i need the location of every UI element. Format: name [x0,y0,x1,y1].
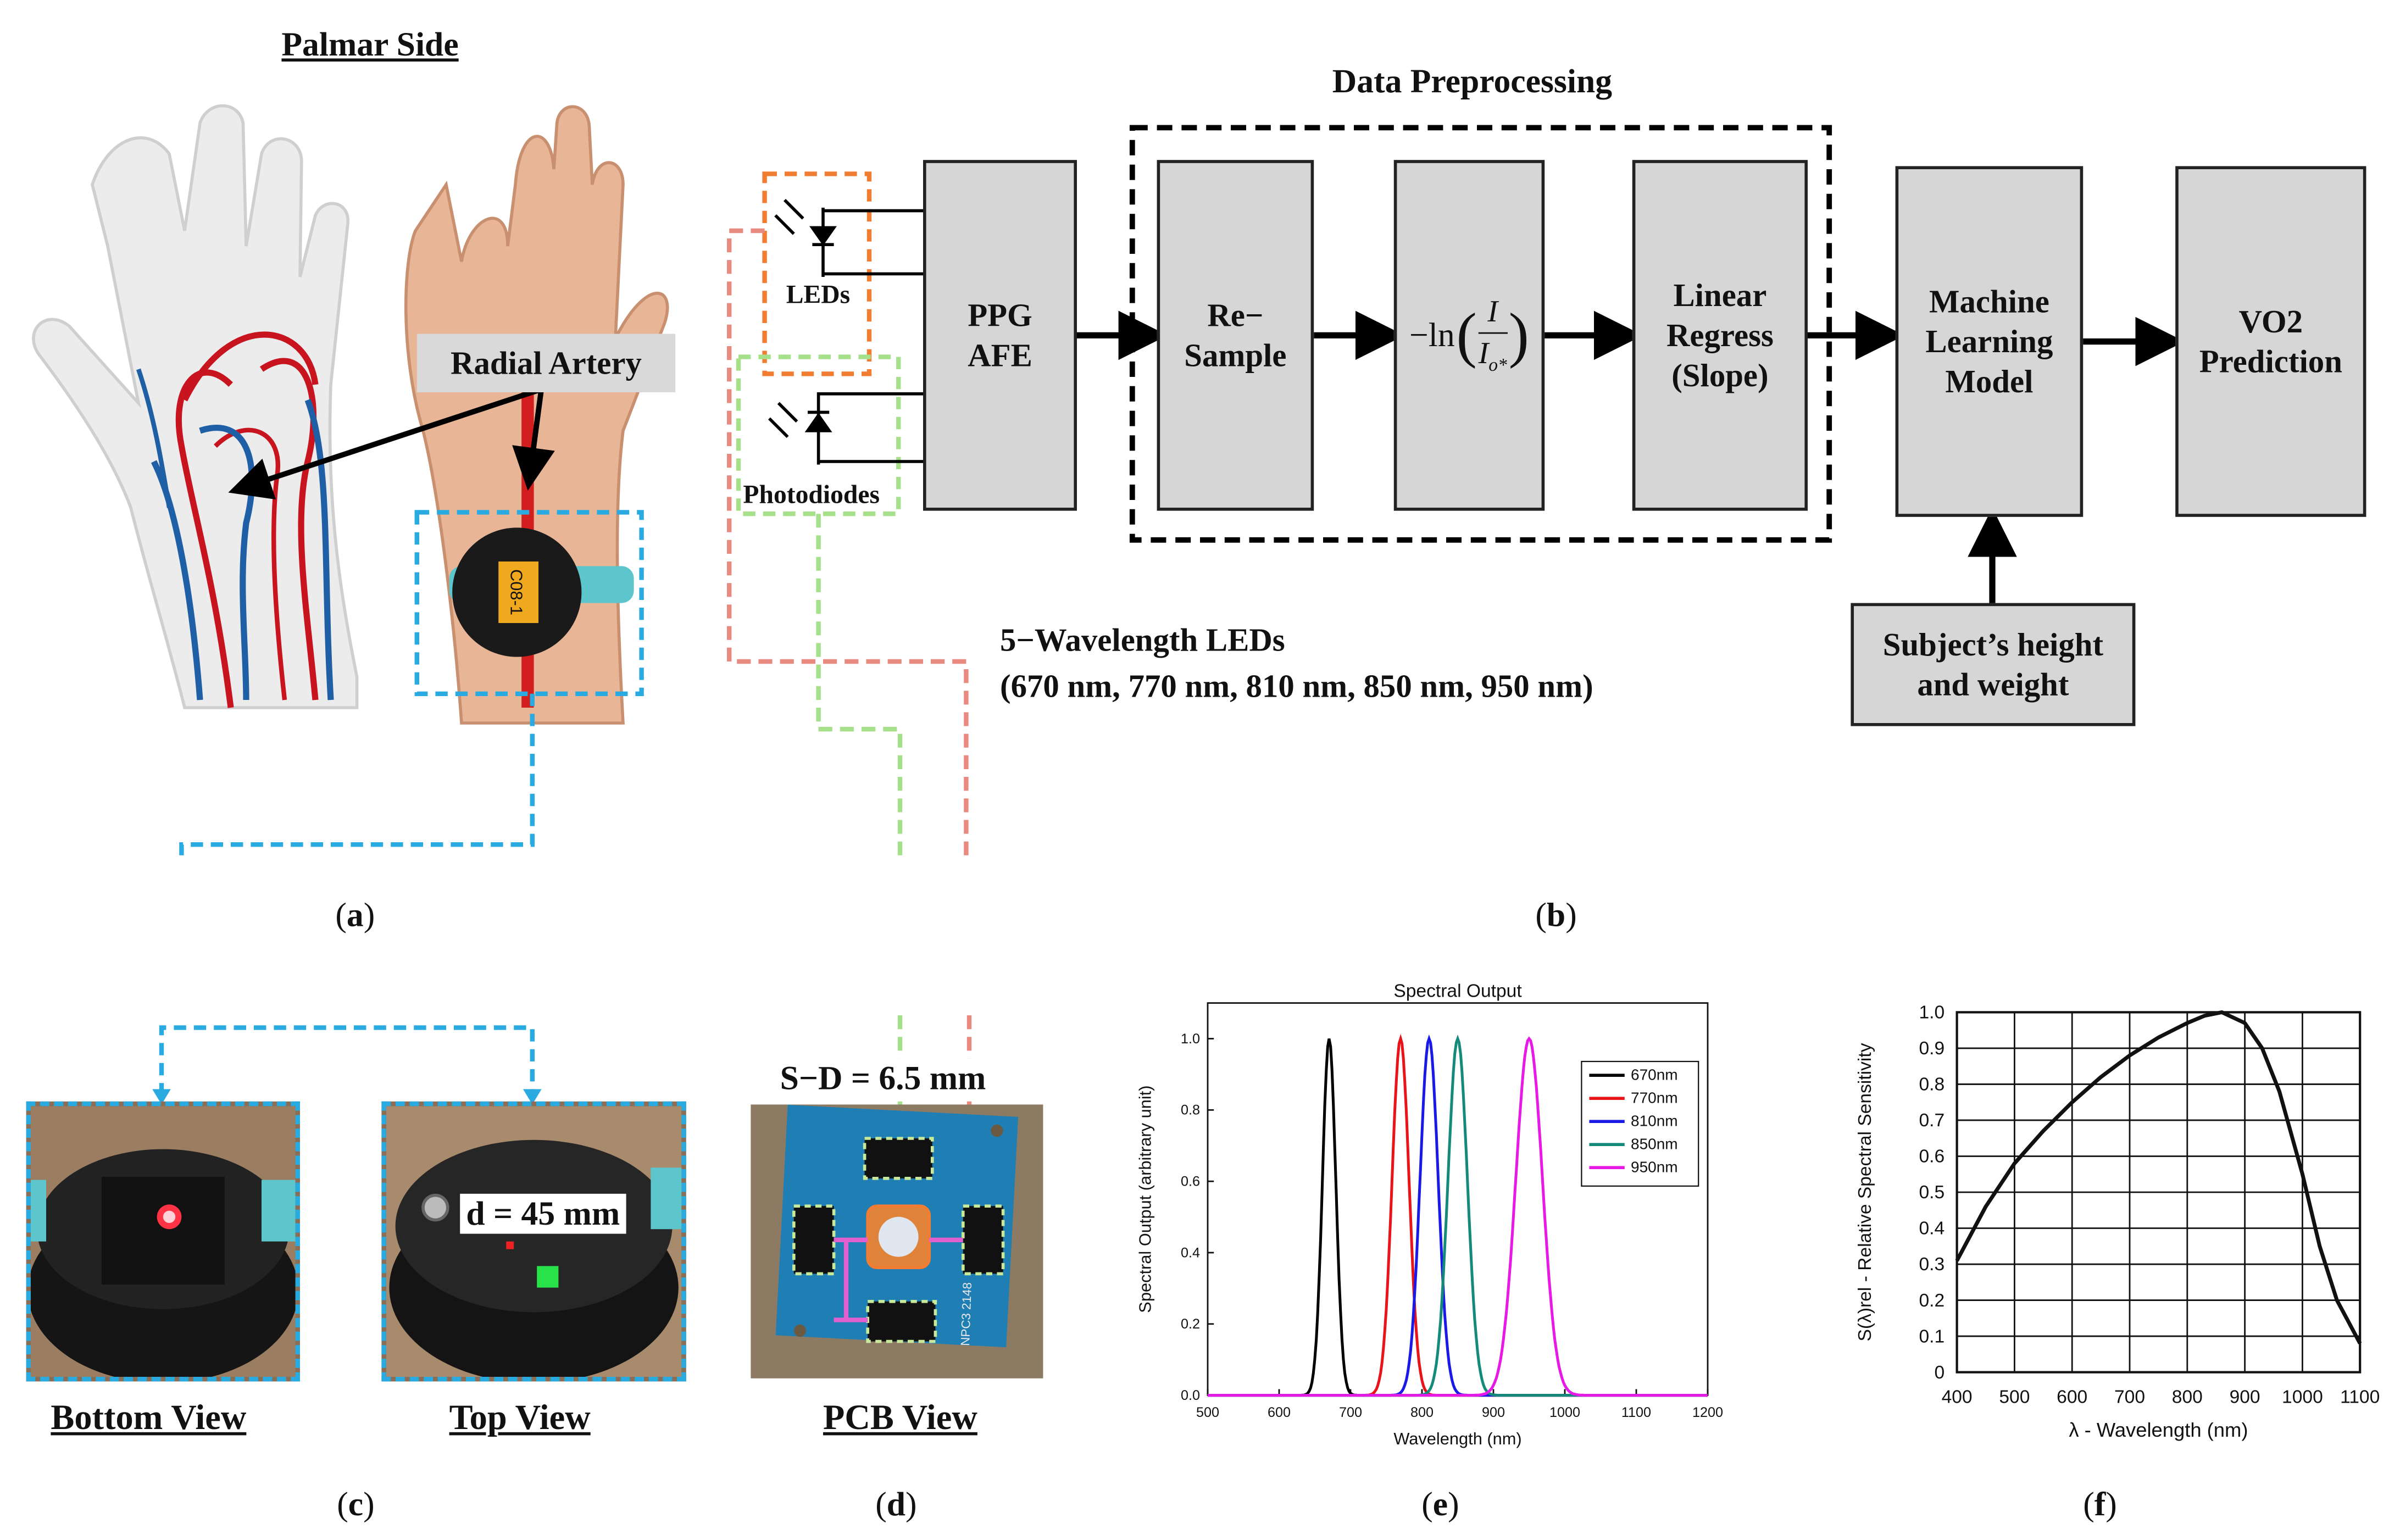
palm-anatomy-illustration [32,104,359,709]
y-tick-label: 0.9 [1919,1038,1945,1059]
y-tick-label: 0.5 [1919,1182,1945,1203]
y-axis-label: Spectral Output (arbitrary unit) [1135,1085,1154,1313]
led-signal-line [726,228,969,861]
x-tick-label: 600 [2057,1387,2087,1408]
y-tick-label: 0.2 [1181,1316,1200,1332]
x-axis-label: λ - Wavelength (nm) [2069,1419,2248,1441]
device-highlight-box [414,510,644,696]
x-tick-label: 400 [1942,1387,1973,1408]
legend-label: 950nm [1631,1159,1678,1176]
x-axis-label: Wavelength (nm) [1393,1429,1521,1448]
photodiodes-label: Photodiodes [743,480,880,509]
pcb-view: NPC3 2148 [751,1015,1043,1378]
ppg-afe-block: PPG AFE [923,160,1077,511]
led-symbol-icon [774,199,923,277]
hand-illustrations: C08-1 [32,104,669,859]
panel-label-c: (c) [337,1485,375,1523]
ml-model-block: Machine Learning Model [1895,166,2084,517]
x-tick-label: 700 [2114,1387,2145,1408]
subject-info-block: Subject’s height and weight [1851,603,2136,726]
y-tick-label: 0.7 [1919,1110,1945,1131]
x-tick-label: 1200 [1692,1405,1723,1420]
leds-label: LEDs [786,280,851,309]
x-tick-label: 1100 [1621,1405,1651,1420]
photodiode-box [736,354,901,516]
panel-label-b: (b) [1535,895,1577,934]
x-tick-label: 900 [1482,1405,1505,1420]
spectral-sensitivity-chart: 400 500 600 700 800 900 1000 1100 0 0.1 0.2 0.3 0.4 0… [1855,1003,2380,1442]
arrow-to-wrist [512,387,555,491]
spectral-output-chart: Spectral Output 500 600 700 800 900 1000 1100 12… [1135,981,1723,1448]
x-tick-label: 800 [2172,1387,2203,1408]
x-tick-label: 1000 [2282,1387,2323,1408]
log-transform-block: −ln ( I Io* ) [1393,160,1545,511]
device-tag-text: C08-1 [507,569,526,615]
panel-label-f: (f) [2083,1485,2117,1523]
y-tick-label: 1.0 [1181,1031,1200,1047]
legend-label: 670nm [1631,1066,1678,1083]
vo2-prediction-block: VO2 Prediction [2175,166,2366,517]
bottom-view-photo [26,1101,300,1382]
y-tick-label: 0.2 [1919,1291,1945,1311]
y-tick-label: 1.0 [1919,1003,1945,1023]
legend-label: 770nm [1631,1089,1678,1107]
spacing-label: S−D = 6.5 mm [777,1058,990,1099]
preprocessing-box [1129,125,1832,543]
legend-label: 850nm [1631,1136,1678,1153]
chart-title: Spectral Output [1393,981,1522,1001]
y-tick-label: 0.8 [1919,1075,1945,1095]
view-connectors [152,1025,542,1105]
x-tick-label: 500 [1196,1405,1219,1420]
sensitivity-curve [1955,1010,2362,1344]
y-tick-label: 0.6 [1919,1147,1945,1167]
bottom-view-caption: Bottom View [51,1398,247,1437]
y-tick-label: 0.0 [1181,1388,1200,1403]
y-tick-label: 0.8 [1181,1103,1200,1118]
y-tick-label: 0.4 [1919,1219,1945,1239]
preprocessing-title: Data Preprocessing [1332,62,1613,100]
wavelength-title: 5−Wavelength LEDs [1000,621,1285,659]
x-tick-label: 500 [1999,1387,2030,1408]
x-tick-label: 900 [2230,1387,2260,1408]
photodiode-signal-line [816,514,903,861]
x-tick-label: 800 [1410,1405,1434,1420]
device-tag [498,561,538,623]
diameter-label: d = 45 mm [460,1193,626,1234]
top-view-image [386,1106,682,1377]
y-tick-label: 0 [1935,1363,1945,1383]
x-tick-label: 600 [1268,1405,1291,1420]
y-tick-label: 0.6 [1181,1174,1200,1189]
y-axis-label: S(λ)rel - Relative Spectral Sensitivity [1855,1043,1875,1341]
y-tick-label: 0.4 [1181,1245,1200,1260]
panel-label-d: (d) [875,1485,917,1523]
pcb-view-caption: PCB View [823,1398,977,1437]
x-tick-label: 1000 [1549,1405,1580,1420]
device-leader-line [179,693,535,859]
x-tick-label: 1100 [2340,1387,2380,1408]
arrow-to-illustration [228,385,547,500]
pipeline-diagram [726,125,2185,861]
panel-label-a: (a) [335,895,375,934]
photodiode-symbol-icon [768,392,923,465]
y-tick-label: 0.1 [1919,1326,1945,1347]
palmar-side-header: Palmar Side [281,24,459,63]
legend-box [1581,1060,1699,1187]
x-tick-label: 700 [1339,1405,1362,1420]
legend-label: 810nm [1631,1113,1678,1130]
bottom-view-image [30,1106,296,1377]
resample-block: Re− Sample [1157,160,1314,511]
radial-artery-callout: Radial Artery [416,333,676,392]
top-view-photo [381,1101,686,1382]
panel-label-e: (e) [1421,1485,1459,1523]
top-view-caption: Top View [449,1398,591,1437]
plot-frame [1955,1011,2362,1374]
y-tick-label: 0.3 [1919,1254,1945,1275]
wavelength-list: (670 nm, 770 nm, 810 nm, 850 nm, 950 nm) [1000,668,1593,705]
linear-regress-block: Linear Regress (Slope) [1632,160,1808,511]
series-line-950nm [1207,1036,1708,1397]
pcb-board-text: NPC3 2148 [958,1282,974,1347]
